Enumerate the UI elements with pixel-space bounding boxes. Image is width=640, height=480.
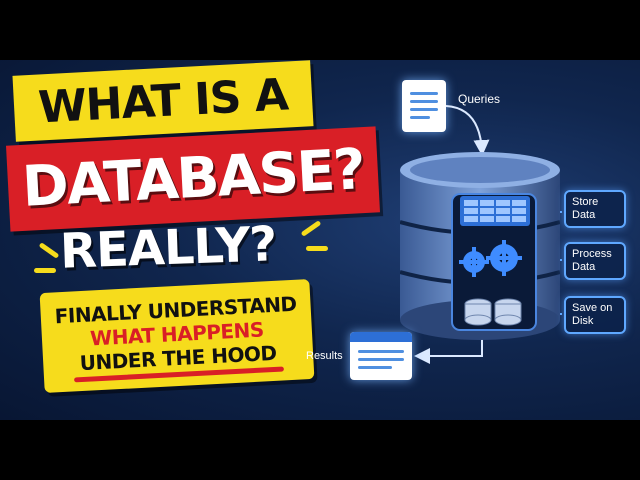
disk-stack-icon [464, 298, 522, 326]
spark-mark [34, 268, 56, 273]
thumbnail-canvas: WHAT IS A DATABASE? REALLY? FINALLY UNDE… [0, 60, 640, 420]
step-line: Data [572, 209, 596, 221]
step-store-data: Store Data [564, 190, 626, 228]
document-icon [402, 80, 446, 132]
spark-mark [306, 246, 328, 251]
step-process-data: Process Data [564, 242, 626, 280]
table-grid-icon [460, 196, 530, 226]
results-label: Results [306, 350, 343, 362]
step-line: Save on [572, 302, 613, 314]
step-line: Data [572, 261, 596, 273]
step-save-on-disk: Save on Disk [564, 296, 626, 334]
step-line: Process [572, 248, 612, 260]
queries-label: Queries [458, 92, 501, 106]
results-window-icon [350, 332, 412, 380]
gear-icon [459, 240, 522, 277]
step-line: Disk [572, 315, 594, 327]
step-line: Store [572, 196, 599, 208]
